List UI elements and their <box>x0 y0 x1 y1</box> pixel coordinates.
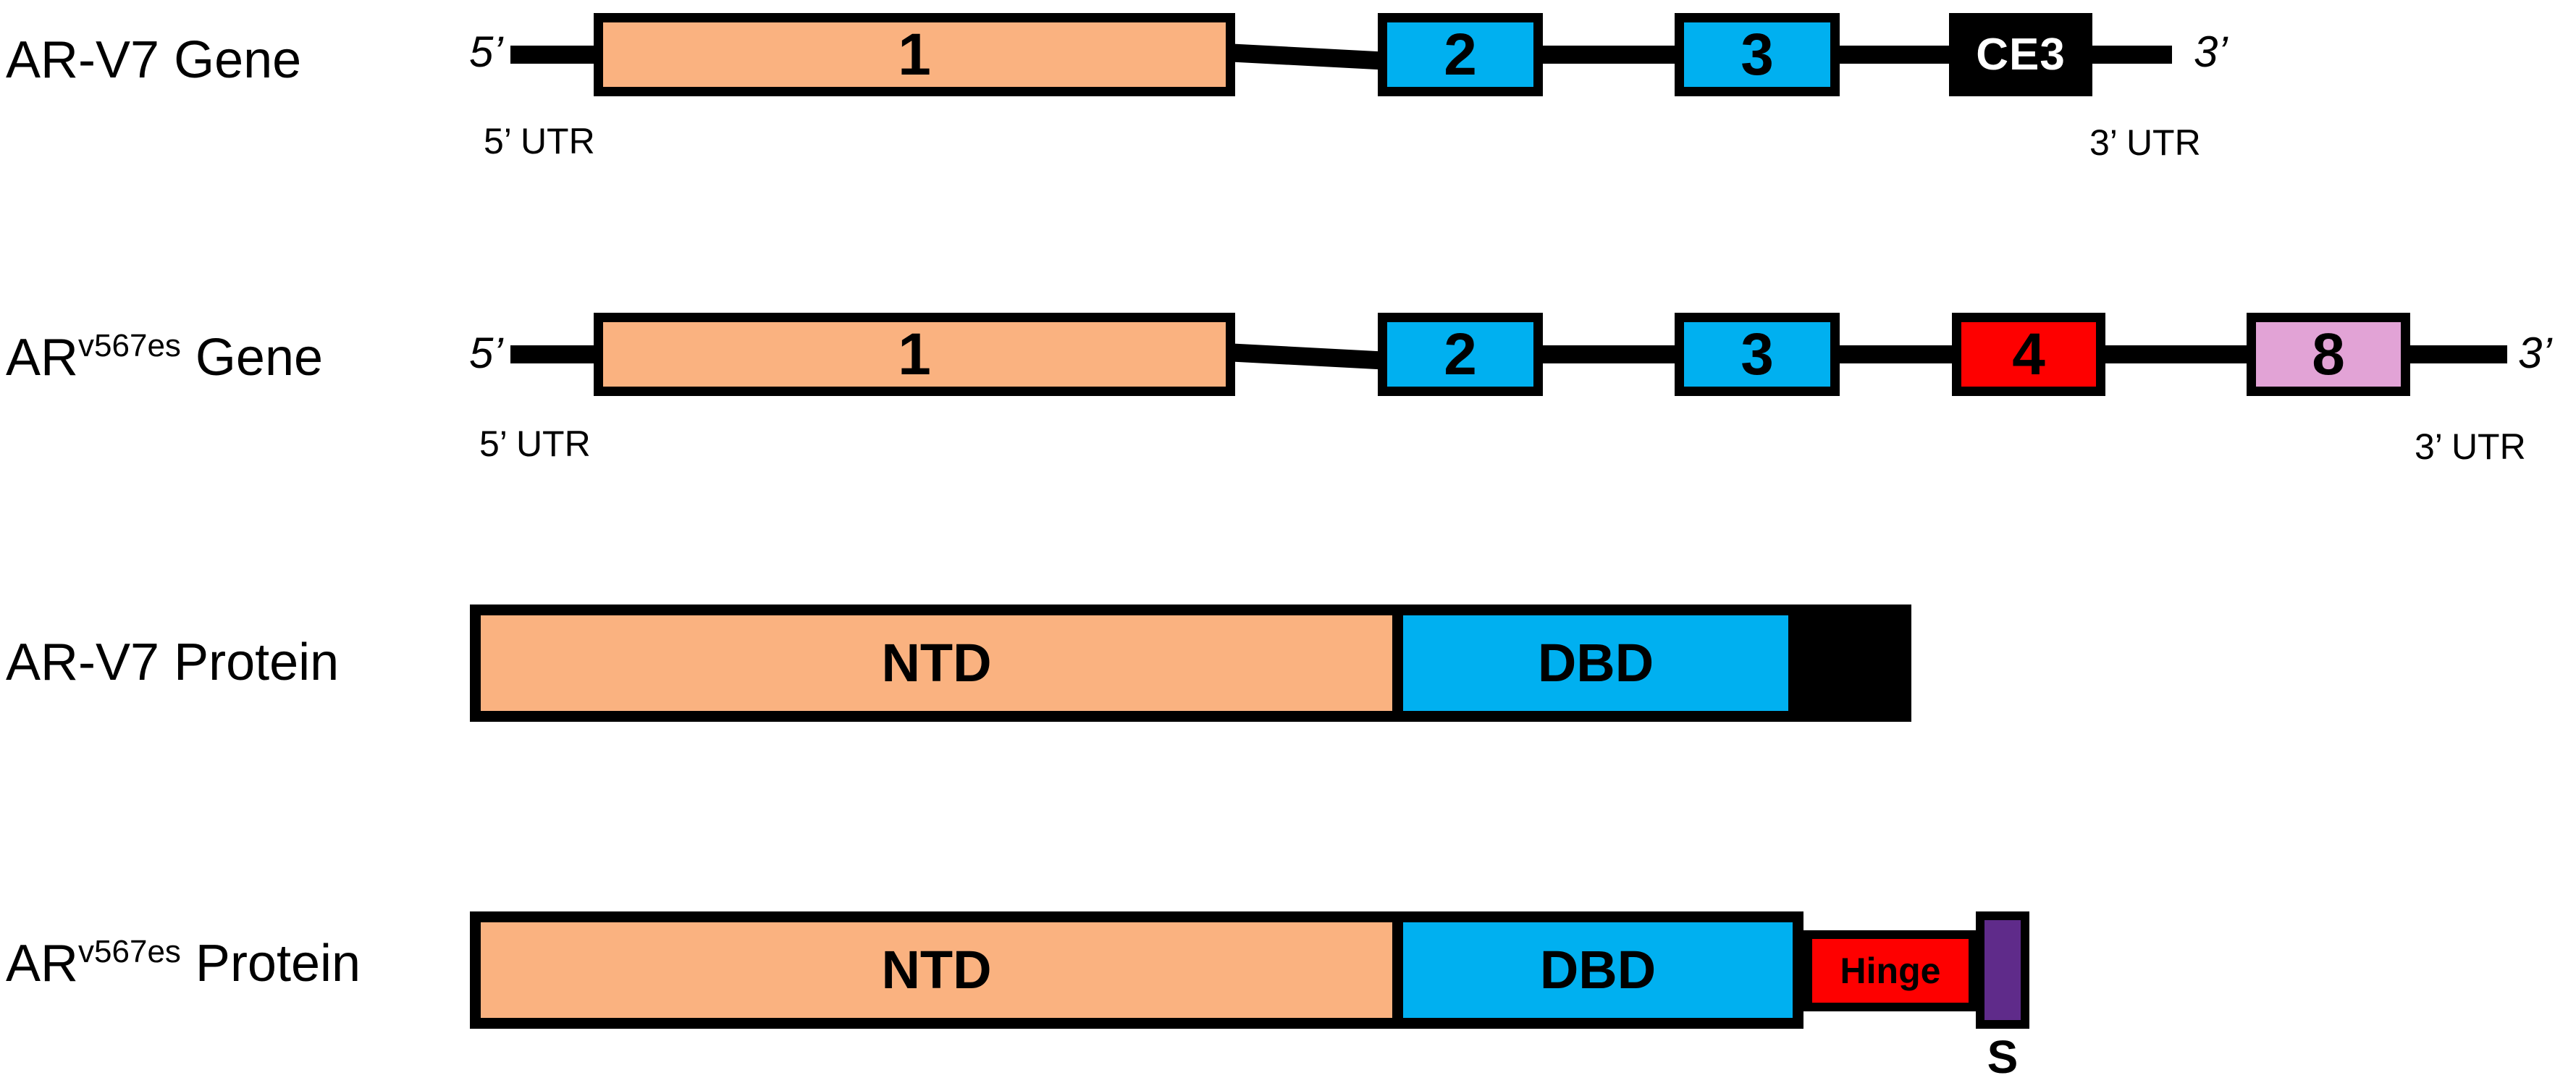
exon-box-3: 3 <box>1675 313 1840 396</box>
gene-backbone-segment <box>2402 345 2507 363</box>
exon-label: 3 <box>1741 21 1774 88</box>
segment-label: DBD <box>1537 633 1654 693</box>
exon-label: 2 <box>1444 321 1477 387</box>
exon-box-8: 8 <box>2247 313 2410 396</box>
three-prime-label: 3’ <box>2194 28 2228 76</box>
three-prime-label: 3’ <box>2518 329 2552 377</box>
exon-label: 2 <box>1444 21 1477 88</box>
five-prime-label: 5’ <box>469 28 503 76</box>
gene-backbone-segment <box>510 46 605 64</box>
gene-backbone-segment <box>2084 46 2172 64</box>
exon-box-1: 1 <box>594 313 1235 396</box>
arv567es-protein-bar: NTD DBD <box>470 911 1803 1029</box>
terminal-s-label: S <box>1987 1031 2019 1083</box>
exon-box-ce3: CE3 <box>1949 13 2092 96</box>
exon-box-3: 3 <box>1675 13 1840 96</box>
three-utr-label: 3’ UTR <box>2089 122 2201 163</box>
arv567es-gene-title: ARv567es Gene <box>6 328 324 387</box>
title-superscript: v567es <box>78 328 181 363</box>
arv7-protein-title: AR-V7 Protein <box>6 633 340 691</box>
ntd-segment: NTD <box>481 922 1392 1018</box>
five-utr-label: 5’ UTR <box>484 121 595 161</box>
arv7-gene-title: AR-V7 Gene <box>6 31 302 89</box>
ce3-tail-segment <box>1788 615 1901 711</box>
gene-backbone-segment <box>2097 345 2257 363</box>
dbd-segment: DBD <box>1403 922 1793 1018</box>
exon-label: CE3 <box>1976 29 2066 80</box>
gene-backbone-segment <box>1828 345 1962 363</box>
ntd-segment: NTD <box>481 615 1392 711</box>
exon-box-2: 2 <box>1378 13 1543 96</box>
arv567es-protein-title: ARv567es Protein <box>6 934 361 993</box>
gene-backbone-segment <box>510 345 605 363</box>
title-superscript: v567es <box>78 934 181 969</box>
exon-box-1: 1 <box>594 13 1235 96</box>
title-suffix: Gene <box>180 329 324 387</box>
exon-label: 3 <box>1741 321 1774 387</box>
exon-box-4: 4 <box>1952 313 2105 396</box>
gene-backbone-segment <box>1531 345 1687 363</box>
five-prime-label: 5’ <box>469 329 503 377</box>
arv7-protein-bar: NTD DBD <box>470 605 1911 722</box>
three-utr-label: 3’ UTR <box>2415 426 2526 467</box>
exon-label: 4 <box>2012 321 2045 387</box>
hinge-label: Hinge <box>1840 951 1941 991</box>
segment-label: NTD <box>881 633 992 693</box>
title-base: AR <box>6 935 79 993</box>
terminal-s-box <box>1976 911 2029 1029</box>
segment-label: NTD <box>881 940 992 1000</box>
hinge-box: Hinge <box>1803 930 1977 1011</box>
gene-backbone-segment <box>1828 46 1958 64</box>
exon-label: 1 <box>898 21 931 88</box>
exon-box-2: 2 <box>1378 313 1543 396</box>
gene-backbone-segment <box>1531 46 1687 64</box>
exon-label: 1 <box>898 321 931 387</box>
segment-label: DBD <box>1539 940 1657 1000</box>
title-suffix: Protein <box>180 935 361 993</box>
dbd-segment: DBD <box>1403 615 1788 711</box>
exon-label: 8 <box>2312 321 2345 387</box>
five-utr-label: 5’ UTR <box>479 424 591 464</box>
title-base: AR <box>6 329 79 387</box>
